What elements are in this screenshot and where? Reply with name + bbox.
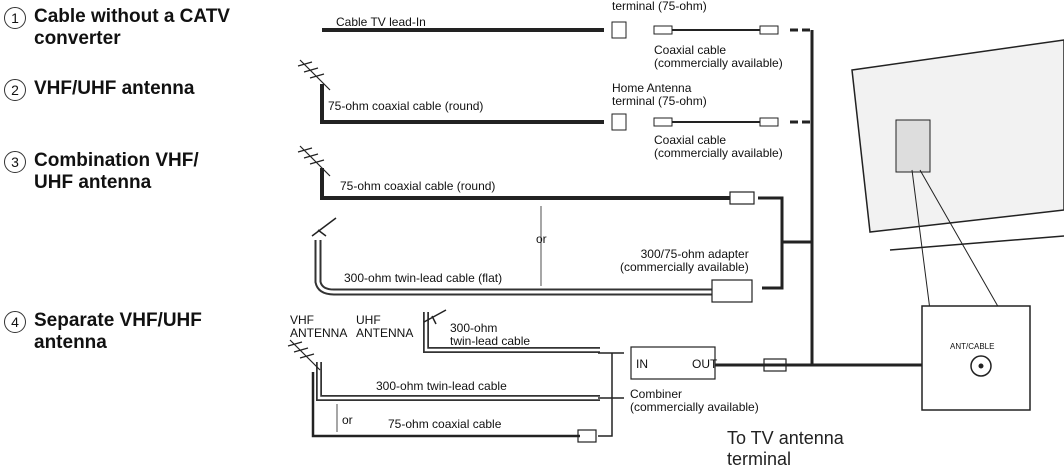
wall-terminal-2 xyxy=(611,113,627,131)
option-4: 4 Separate VHF/UHF antenna xyxy=(4,310,202,354)
combiner-box xyxy=(630,346,716,380)
adapter-label: 300/75-ohm adapter (commercially availab… xyxy=(620,247,749,274)
twin-lead-vhf-label: 300-ohm twin-lead cable xyxy=(376,379,507,393)
connector-out xyxy=(763,358,787,372)
combiner-in-label: IN xyxy=(636,357,648,371)
or-label-4: or xyxy=(342,413,353,427)
coax-round-label-3: 75-ohm coaxial cable (round) xyxy=(340,179,496,193)
coax-label-1: Coaxial cable (commercially available) xyxy=(654,43,783,70)
option-label: Combination VHF/ UHF antenna xyxy=(34,150,199,193)
connector-3 xyxy=(729,191,755,205)
combiner-label: Combiner (commercially available) xyxy=(630,387,759,414)
callout-lines xyxy=(911,169,1001,311)
option-number: 2 xyxy=(4,79,26,101)
coax-label-2: Coaxial cable (commercially available) xyxy=(654,133,783,160)
option-number: 3 xyxy=(4,151,26,173)
combiner-out-label: OUT xyxy=(692,357,718,371)
antenna-icon-3 xyxy=(297,145,331,177)
cable-tv-lead-in-label: Cable TV lead-In xyxy=(336,15,426,29)
ant-cable-label: ANT/CABLE xyxy=(950,342,995,351)
coax-line-2 xyxy=(320,84,604,124)
vhf-antenna-icon xyxy=(287,339,321,371)
tv-terminal-panel xyxy=(895,119,931,173)
coax-round-label-2: 75-ohm coaxial cable (round) xyxy=(328,99,484,113)
option-2: 2 VHF/UHF antenna xyxy=(4,78,194,101)
option-number: 1 xyxy=(4,7,26,29)
combiner-bracket xyxy=(598,353,613,437)
vhf-antenna-label: VHF ANTENNA xyxy=(290,313,348,340)
to-tv-terminal-label: To TV antenna terminal xyxy=(727,428,844,469)
wall-terminal-1 xyxy=(611,21,627,39)
coax-line-3 xyxy=(320,168,730,200)
coax-line-4 xyxy=(311,372,580,438)
uhf-antenna-icon xyxy=(423,309,447,325)
twin-lead-uhf-label: 300-ohm twin-lead cable xyxy=(450,321,531,348)
adapter-icon xyxy=(711,279,753,303)
coax-label-4: 75-ohm coaxial cable xyxy=(388,417,502,431)
option-3: 3 Combination VHF/ UHF antenna xyxy=(4,150,199,194)
option-label: Cable without a CATV converter xyxy=(34,6,230,49)
antenna-icon-2 xyxy=(297,59,331,91)
option-label: Separate VHF/UHF antenna xyxy=(34,310,202,353)
option-number: 4 xyxy=(4,311,26,333)
or-label-3: or xyxy=(536,232,547,246)
antenna-icon-3b xyxy=(311,217,337,237)
connector-4 xyxy=(577,429,597,443)
tv-back xyxy=(851,39,1064,233)
terminal-label-1: terminal (75-ohm) xyxy=(612,0,707,13)
twin-lead-flat-label: 300-ohm twin-lead cable (flat) xyxy=(344,271,503,285)
uhf-antenna-label: UHF ANTENNA xyxy=(356,313,414,340)
option-label: VHF/UHF antenna xyxy=(34,78,195,99)
home-antenna-terminal-label: Home Antenna terminal (75-ohm) xyxy=(612,81,707,108)
option-1: 1 Cable without a CATV converter xyxy=(4,6,230,50)
